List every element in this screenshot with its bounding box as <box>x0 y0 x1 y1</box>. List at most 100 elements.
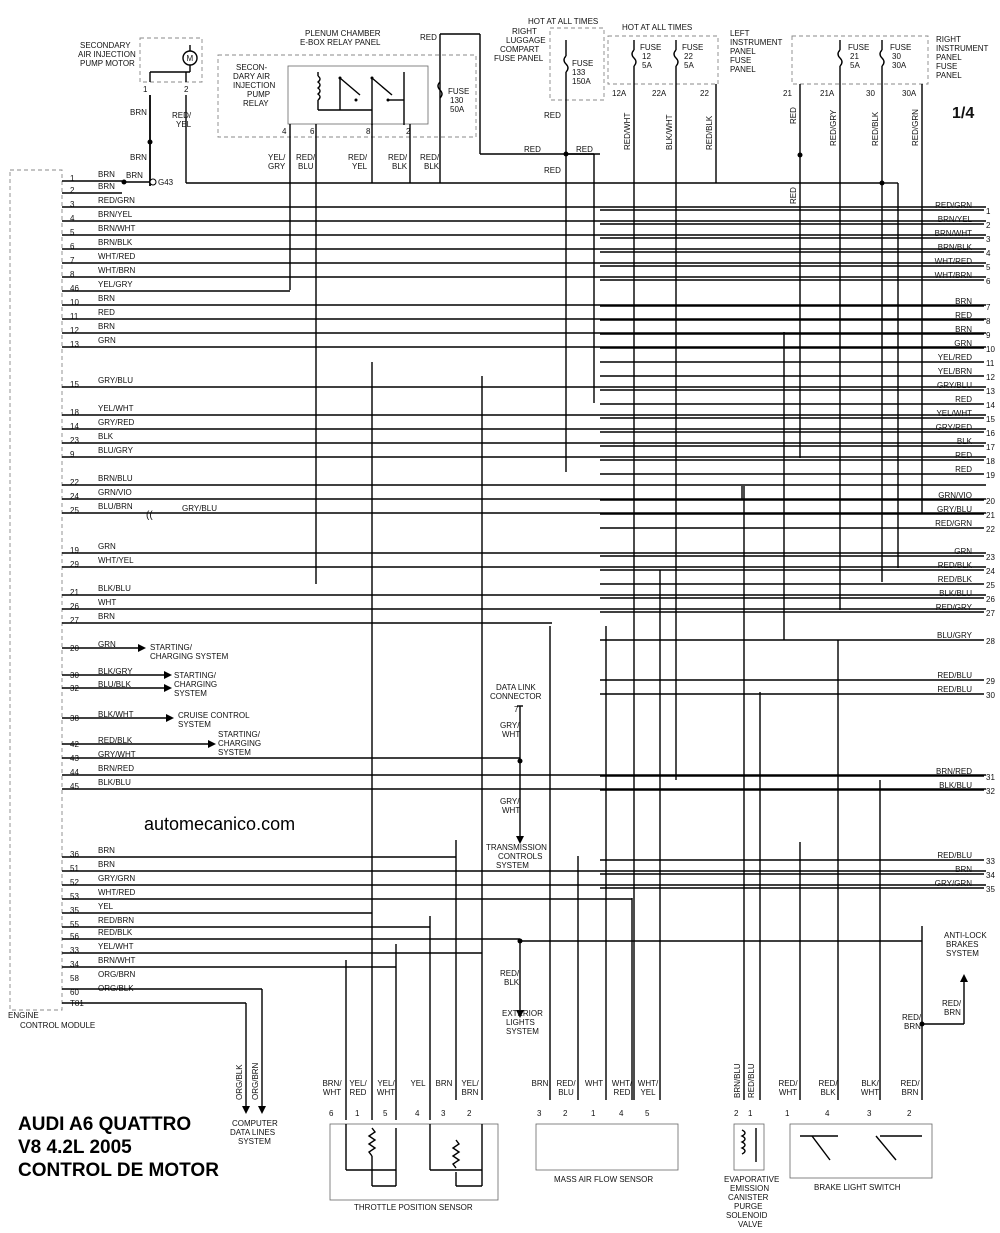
right-edge-wire-color: RED/BLU <box>937 685 972 694</box>
svg-text:RED: RED <box>544 166 561 175</box>
ecm-pin-wire-color: YEL/WHT <box>98 404 134 413</box>
svg-text:BLK: BLK <box>424 162 440 171</box>
svg-text:PLENUM CHAMBER: PLENUM CHAMBER <box>305 29 381 38</box>
svg-text:BRN: BRN <box>944 1008 961 1017</box>
right-edge-wire-color: GRN <box>954 547 972 556</box>
right-edge-number: 13 <box>986 387 995 396</box>
svg-text:STARTING/: STARTING/ <box>150 643 193 652</box>
ecm-pin-wire-color: WHT/RED <box>98 888 136 897</box>
ecm-pin-wire-color: BLK/WHT <box>98 710 134 719</box>
evap-pin-number: 2 <box>734 1109 739 1118</box>
svg-text:YEL: YEL <box>176 120 192 129</box>
svg-text:PUMP: PUMP <box>247 90 270 99</box>
ecm-pin-number: 46 <box>70 284 79 293</box>
right-edge-wire-color: WHT/RED <box>935 257 973 266</box>
svg-text:130: 130 <box>450 96 464 105</box>
right-edge-number: 4 <box>986 249 991 258</box>
maf-pin-wire-color: RED/ <box>556 1079 576 1088</box>
tps-pin-wire-color: YEL/ <box>377 1079 395 1088</box>
svg-text:133: 133 <box>572 68 586 77</box>
right-edge-number: 7 <box>986 303 991 312</box>
tps-pin-wire-color: YEL/ <box>349 1079 367 1088</box>
right-edge-wire-color: GRN <box>954 339 972 348</box>
svg-text:8: 8 <box>366 127 371 136</box>
throttle-position-sensor: THROTTLE POSITION SENSOR <box>329 1123 499 1212</box>
svg-text:PUMP MOTOR: PUMP MOTOR <box>80 59 135 68</box>
svg-text:CHARGING: CHARGING <box>218 739 261 748</box>
svg-text:BRAKES: BRAKES <box>946 940 978 949</box>
ecm-pin-wire-color: BRN <box>98 846 115 855</box>
ecm-pin-number: 1 <box>70 174 75 183</box>
right-edge-number: 27 <box>986 609 995 618</box>
brake-pin-wire-color: RED/ <box>778 1079 798 1088</box>
right-edge-wire-color: RED <box>955 311 972 320</box>
maf-pin-wire-color: YEL <box>640 1088 656 1097</box>
svg-text:21: 21 <box>783 89 792 98</box>
right-edge-number: 31 <box>986 773 995 782</box>
brake-pin-number: 4 <box>825 1109 830 1118</box>
svg-text:FUSE: FUSE <box>682 43 703 52</box>
svg-text:YEL: YEL <box>352 162 368 171</box>
maf-pin-wire-color: WHT/ <box>612 1079 633 1088</box>
svg-text:GRY/: GRY/ <box>500 721 520 730</box>
svg-text:WHT: WHT <box>502 806 520 815</box>
right-edge-wire-color: RED <box>955 395 972 404</box>
svg-text:FUSE: FUSE <box>848 43 869 52</box>
ecm-pin-wire-color: ORG/BRN <box>98 970 136 979</box>
brake-pin-wire-color: RED/ <box>818 1079 838 1088</box>
maf-pin-number: 1 <box>591 1109 596 1118</box>
ecm-pin-number: 4 <box>70 214 75 223</box>
right-edge-wire-color: RED/GRN <box>935 201 972 210</box>
svg-text:1: 1 <box>143 85 148 94</box>
ecm-pin-number: 33 <box>70 946 79 955</box>
ecm-pin-wire-color: BRN <box>98 170 115 179</box>
ecm-pin-number: 35 <box>70 906 79 915</box>
svg-text:CONTROLS: CONTROLS <box>498 852 542 861</box>
right-edge-wire-color: GRY/RED <box>936 423 973 432</box>
svg-text:RED: RED <box>420 33 437 42</box>
tps-pin-number: 3 <box>441 1109 446 1118</box>
ecm-pin-wire-color: BLK/BLU <box>98 584 131 593</box>
svg-text:22: 22 <box>700 89 709 98</box>
svg-text:FUSE: FUSE <box>640 43 661 52</box>
svg-text:INSTRUMENT: INSTRUMENT <box>936 44 989 53</box>
svg-text:12: 12 <box>642 52 651 61</box>
ecm-pin-number: 55 <box>70 920 79 929</box>
ecm-pin-wire-color: RED/BRN <box>98 916 134 925</box>
right-edge-wire-color: BLK <box>957 437 973 446</box>
ecm-pin-number: 27 <box>70 616 79 625</box>
svg-text:50A: 50A <box>450 105 465 114</box>
evap-pin-wire-color: BRN/BLU <box>733 1063 742 1098</box>
ecm-pin-number: 5 <box>70 228 75 237</box>
